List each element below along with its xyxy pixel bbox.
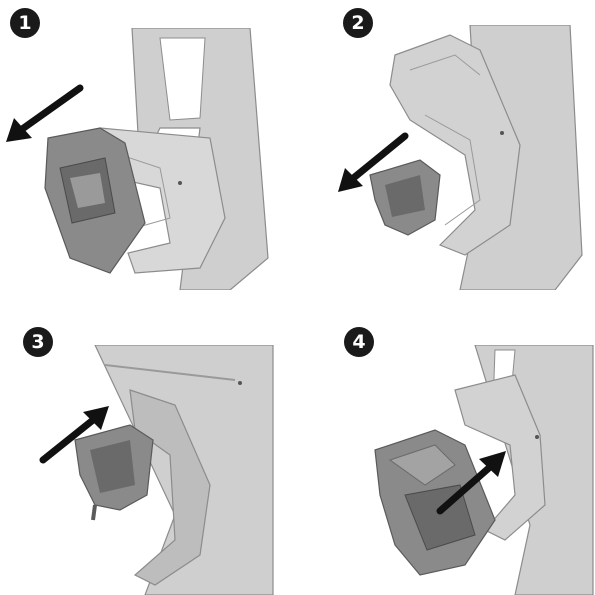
step-4-arrow-icon bbox=[432, 445, 512, 520]
step-1-illustration bbox=[0, 28, 290, 290]
step-2-arrow-icon bbox=[333, 128, 413, 198]
step-3-arrow-icon bbox=[35, 400, 115, 470]
step-1-arrow-icon bbox=[0, 80, 90, 150]
step-3-illustration bbox=[35, 345, 275, 595]
